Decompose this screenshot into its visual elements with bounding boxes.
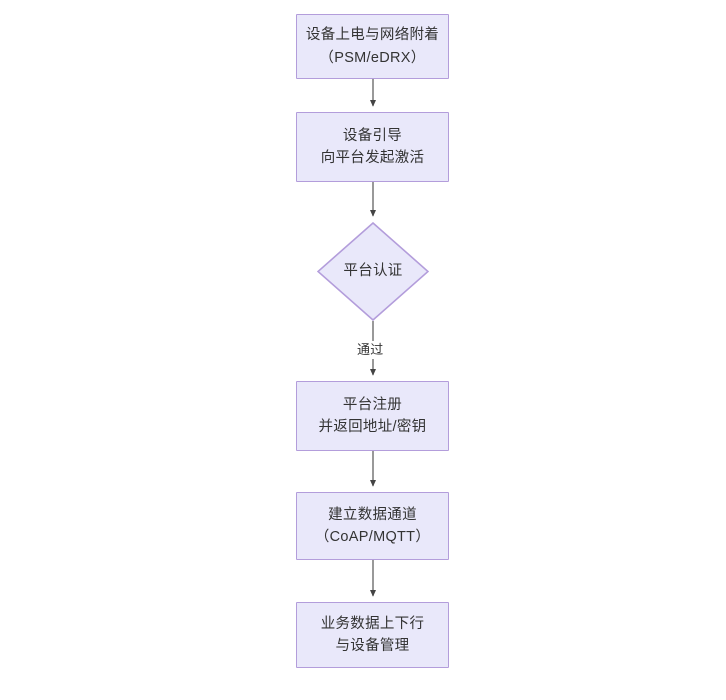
- edge-label-pass: 通过: [355, 341, 386, 359]
- flow-node-label: 业务数据上下行 与设备管理: [320, 615, 425, 654]
- flow-node-label: 建立数据通道 （CoAP/MQTT）: [314, 506, 431, 545]
- flow-node-power-on[interactable]: 设备上电与网络附着 （PSM/eDRX）: [296, 14, 449, 79]
- flow-node-platform-register[interactable]: 平台注册 并返回地址/密钥: [296, 381, 449, 451]
- flow-node-platform-auth[interactable]: 平台认证: [317, 222, 429, 321]
- flow-node-label: 平台注册 并返回地址/密钥: [318, 396, 427, 435]
- diamond-shape-icon: [317, 222, 429, 321]
- flow-node-data-channel[interactable]: 建立数据通道 （CoAP/MQTT）: [296, 492, 449, 560]
- flow-node-device-bootstrap[interactable]: 设备引导 向平台发起激活: [296, 112, 449, 182]
- flow-node-label: 设备引导 向平台发起激活: [320, 127, 425, 166]
- flow-node-label: 平台认证: [343, 262, 403, 279]
- flow-node-business-data[interactable]: 业务数据上下行 与设备管理: [296, 602, 449, 668]
- flow-node-label: 设备上电与网络附着 （PSM/eDRX）: [305, 27, 440, 66]
